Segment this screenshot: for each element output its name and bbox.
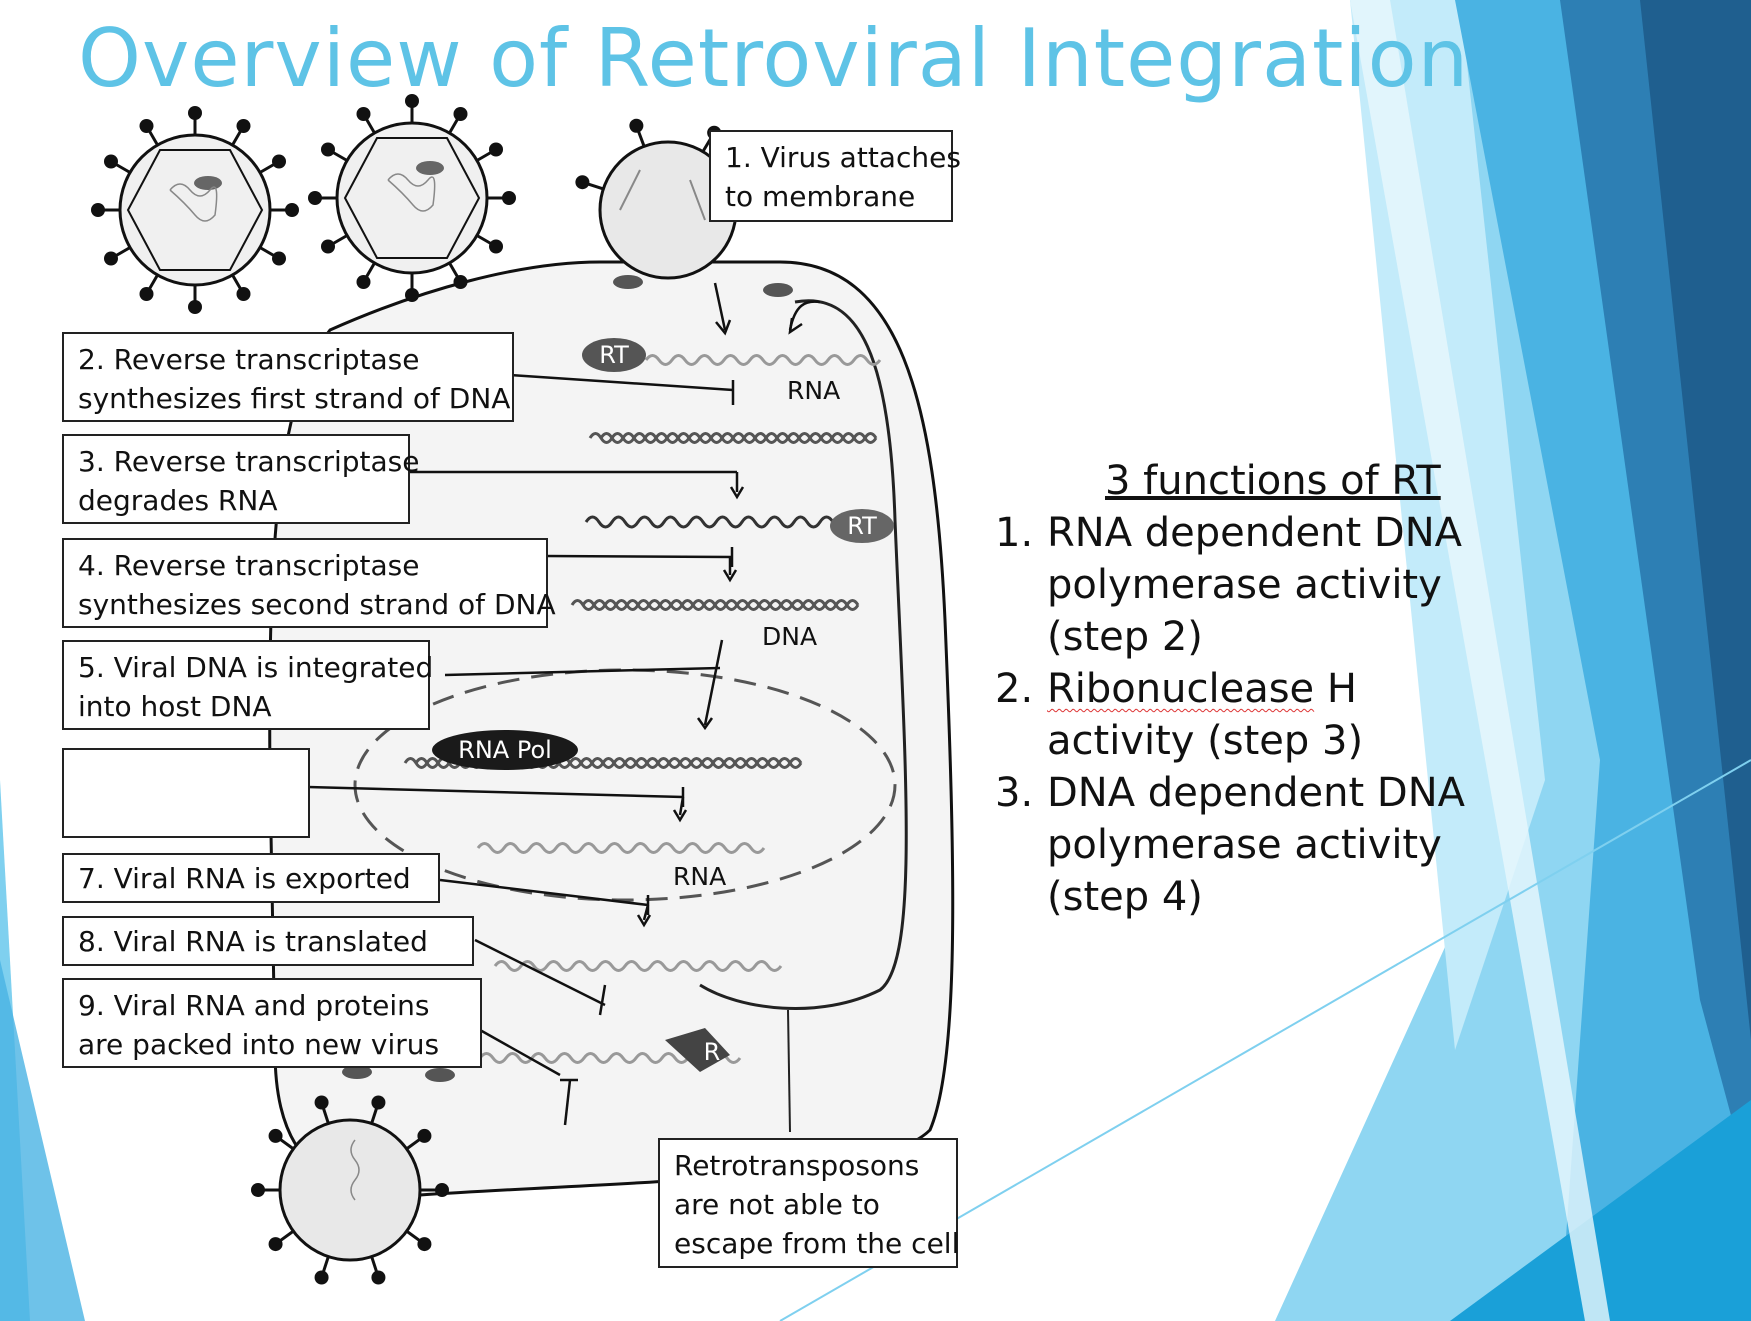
nucleus xyxy=(353,668,897,902)
step-7-line-1: 7. Viral RNA is exported xyxy=(78,862,411,895)
virus-particle-4 xyxy=(278,1118,422,1262)
rt-function-rest: H activity (step 3) xyxy=(1047,666,1364,764)
dna-label: DNA xyxy=(762,622,818,651)
reverse-transcriptase-1: RT xyxy=(582,338,646,372)
step-9-box: 9. Viral RNA and proteins are packed int… xyxy=(62,978,482,1068)
rt-functions-title: 3 functions of RT xyxy=(1105,458,1441,504)
retrotransposons-box: Retrotransposons are not able to escape … xyxy=(658,1138,960,1268)
rna-label-bottom: RNA xyxy=(673,862,727,891)
step-1-line-1: 1. Virus attaches xyxy=(725,141,961,174)
rt-function-number: 3. xyxy=(995,770,1034,816)
step-2-line-2: synthesizes first strand of DNA xyxy=(78,382,511,415)
step-1-line-2: to membrane xyxy=(725,180,916,213)
step-6-box xyxy=(62,748,310,838)
rt-function-item-1: 1. RNA dependent DNA polymerase activity… xyxy=(995,507,1467,663)
step-1-box: 1. Virus attaches to membrane xyxy=(709,130,961,222)
ribosome: R xyxy=(703,1038,721,1066)
rt-function-number: 1. xyxy=(995,510,1034,556)
step-3-line-2: degrades RNA xyxy=(78,484,278,517)
virus-particle-2 xyxy=(335,121,489,275)
virus-particle-1 xyxy=(118,133,272,287)
step-5-line-2: into host DNA xyxy=(78,690,272,723)
step-8-box: 8. Viral RNA is translated xyxy=(62,916,474,966)
retro-line-2: are not able to xyxy=(674,1188,880,1221)
rt-functions-list: 1. RNA dependent DNA polymerase activity… xyxy=(995,507,1467,923)
rt-function-text: Ribonuclease H activity (step 3) xyxy=(1047,663,1467,767)
rt-function-text: RNA dependent DNA polymerase activity (s… xyxy=(1047,510,1462,660)
step-7-box: 7. Viral RNA is exported xyxy=(62,853,440,903)
virus-spikes xyxy=(91,94,765,1285)
step-4-line-2: synthesizes second strand of DNA xyxy=(78,588,556,621)
step-2-line-1: 2. Reverse transcriptase xyxy=(78,343,420,376)
rt-function-prefix: Ribonuclease xyxy=(1047,666,1315,712)
rt-functions-panel: 3 functions of RT 1. RNA dependent DNA p… xyxy=(995,455,1467,923)
rt-function-number: 2. xyxy=(995,666,1034,712)
step-9-line-1: 9. Viral RNA and proteins xyxy=(78,989,430,1022)
step-9-line-2: are packed into new virus xyxy=(78,1028,440,1061)
step-5-box: 5. Viral DNA is integrated into host DNA xyxy=(62,640,434,730)
rt-function-item-3: 3. DNA dependent DNA polymerase activity… xyxy=(995,767,1467,923)
step-3-line-1: 3. Reverse transcriptase xyxy=(78,445,420,478)
step-5-line-1: 5. Viral DNA is integrated xyxy=(78,651,434,684)
step-3-box: 3. Reverse transcriptase degrades RNA xyxy=(62,434,420,524)
step-4-line-1: 4. Reverse transcriptase xyxy=(78,549,420,582)
retro-line-1: Retrotransposons xyxy=(674,1149,920,1182)
step-2-box: 2. Reverse transcriptase synthesizes fir… xyxy=(62,332,514,422)
cell-contents xyxy=(342,275,793,1082)
reverse-transcriptase-2: RT xyxy=(830,509,894,543)
step-4-box: 4. Reverse transcriptase synthesizes sec… xyxy=(62,538,556,628)
rna-polymerase: RNA Pol xyxy=(432,730,578,770)
pathway-arrows xyxy=(307,282,821,1126)
retro-line-3: escape from the cell xyxy=(674,1227,960,1260)
step-8-line-1: 8. Viral RNA is translated xyxy=(78,925,428,958)
inner-line xyxy=(699,299,908,1010)
rt-function-item-2: 2. Ribonuclease H activity (step 3) xyxy=(995,663,1467,767)
slide-title: Overview of Retroviral Integration xyxy=(78,12,1470,105)
rna-label-top: RNA xyxy=(787,376,841,405)
rt-function-text: DNA dependent DNA polymerase activity (s… xyxy=(1047,770,1465,920)
